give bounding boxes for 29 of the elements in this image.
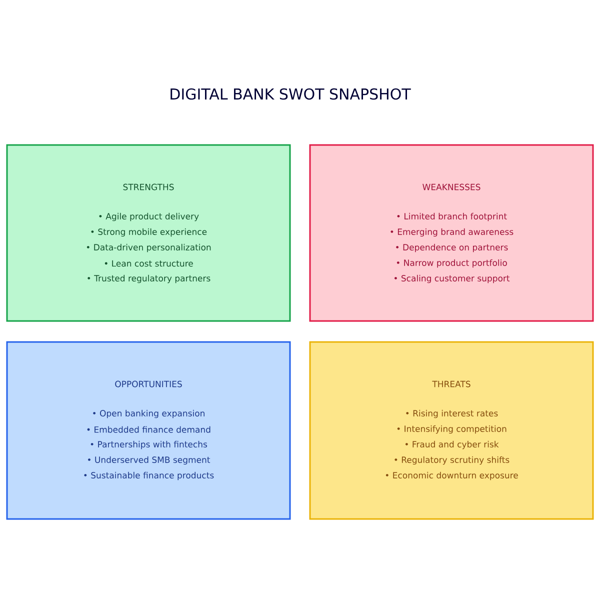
swot-box xyxy=(6,341,291,520)
bullet-item: • Open banking expansion xyxy=(93,410,204,418)
bullet-item: • Limited branch footprint xyxy=(397,212,507,222)
swot-box xyxy=(309,341,594,520)
bullet-item: • Underserved SMB segment xyxy=(88,456,210,465)
bullet-item: • Emerging brand awareness xyxy=(390,228,514,237)
bullet-item: • Narrow product portfolio xyxy=(396,259,507,268)
bullet-item: • Intensifying competition xyxy=(397,425,506,434)
box-heading: OPPORTUNITIES xyxy=(115,380,182,388)
bullet-item: • Dependence on partners xyxy=(396,244,508,252)
bullet-item: • Regulatory scrutiny shifts xyxy=(394,456,510,465)
bullet-item: • Strong mobile experience xyxy=(91,228,207,237)
swot-box xyxy=(309,144,594,322)
bullet-item: • Fraud and cyber risk xyxy=(405,440,499,450)
box-heading: WEAKNESSES xyxy=(422,184,480,190)
bullet-item: • Data-driven personalization xyxy=(86,244,211,252)
bullet-item: • Lean cost structure xyxy=(104,260,193,267)
box-heading: STRENGTHS xyxy=(123,184,174,190)
bullet-item: • Agile product delivery xyxy=(99,212,199,222)
swot-box xyxy=(6,144,291,322)
bullet-item: • Sustainable finance products xyxy=(84,472,214,480)
bullet-item: • Trusted regulatory partners xyxy=(88,274,210,284)
box-heading: THREATS xyxy=(432,380,470,388)
bullet-item: • Rising interest rates xyxy=(406,410,498,418)
bullet-item: • Scaling customer support xyxy=(394,274,510,284)
title: DIGITAL BANK SWOT SNAPSHOT xyxy=(170,88,411,100)
bullet-item: • Embedded finance demand xyxy=(87,426,210,433)
bullet-item: • Partnerships with fintechs xyxy=(90,440,207,450)
bullet-item: • Economic downturn exposure xyxy=(386,472,518,480)
